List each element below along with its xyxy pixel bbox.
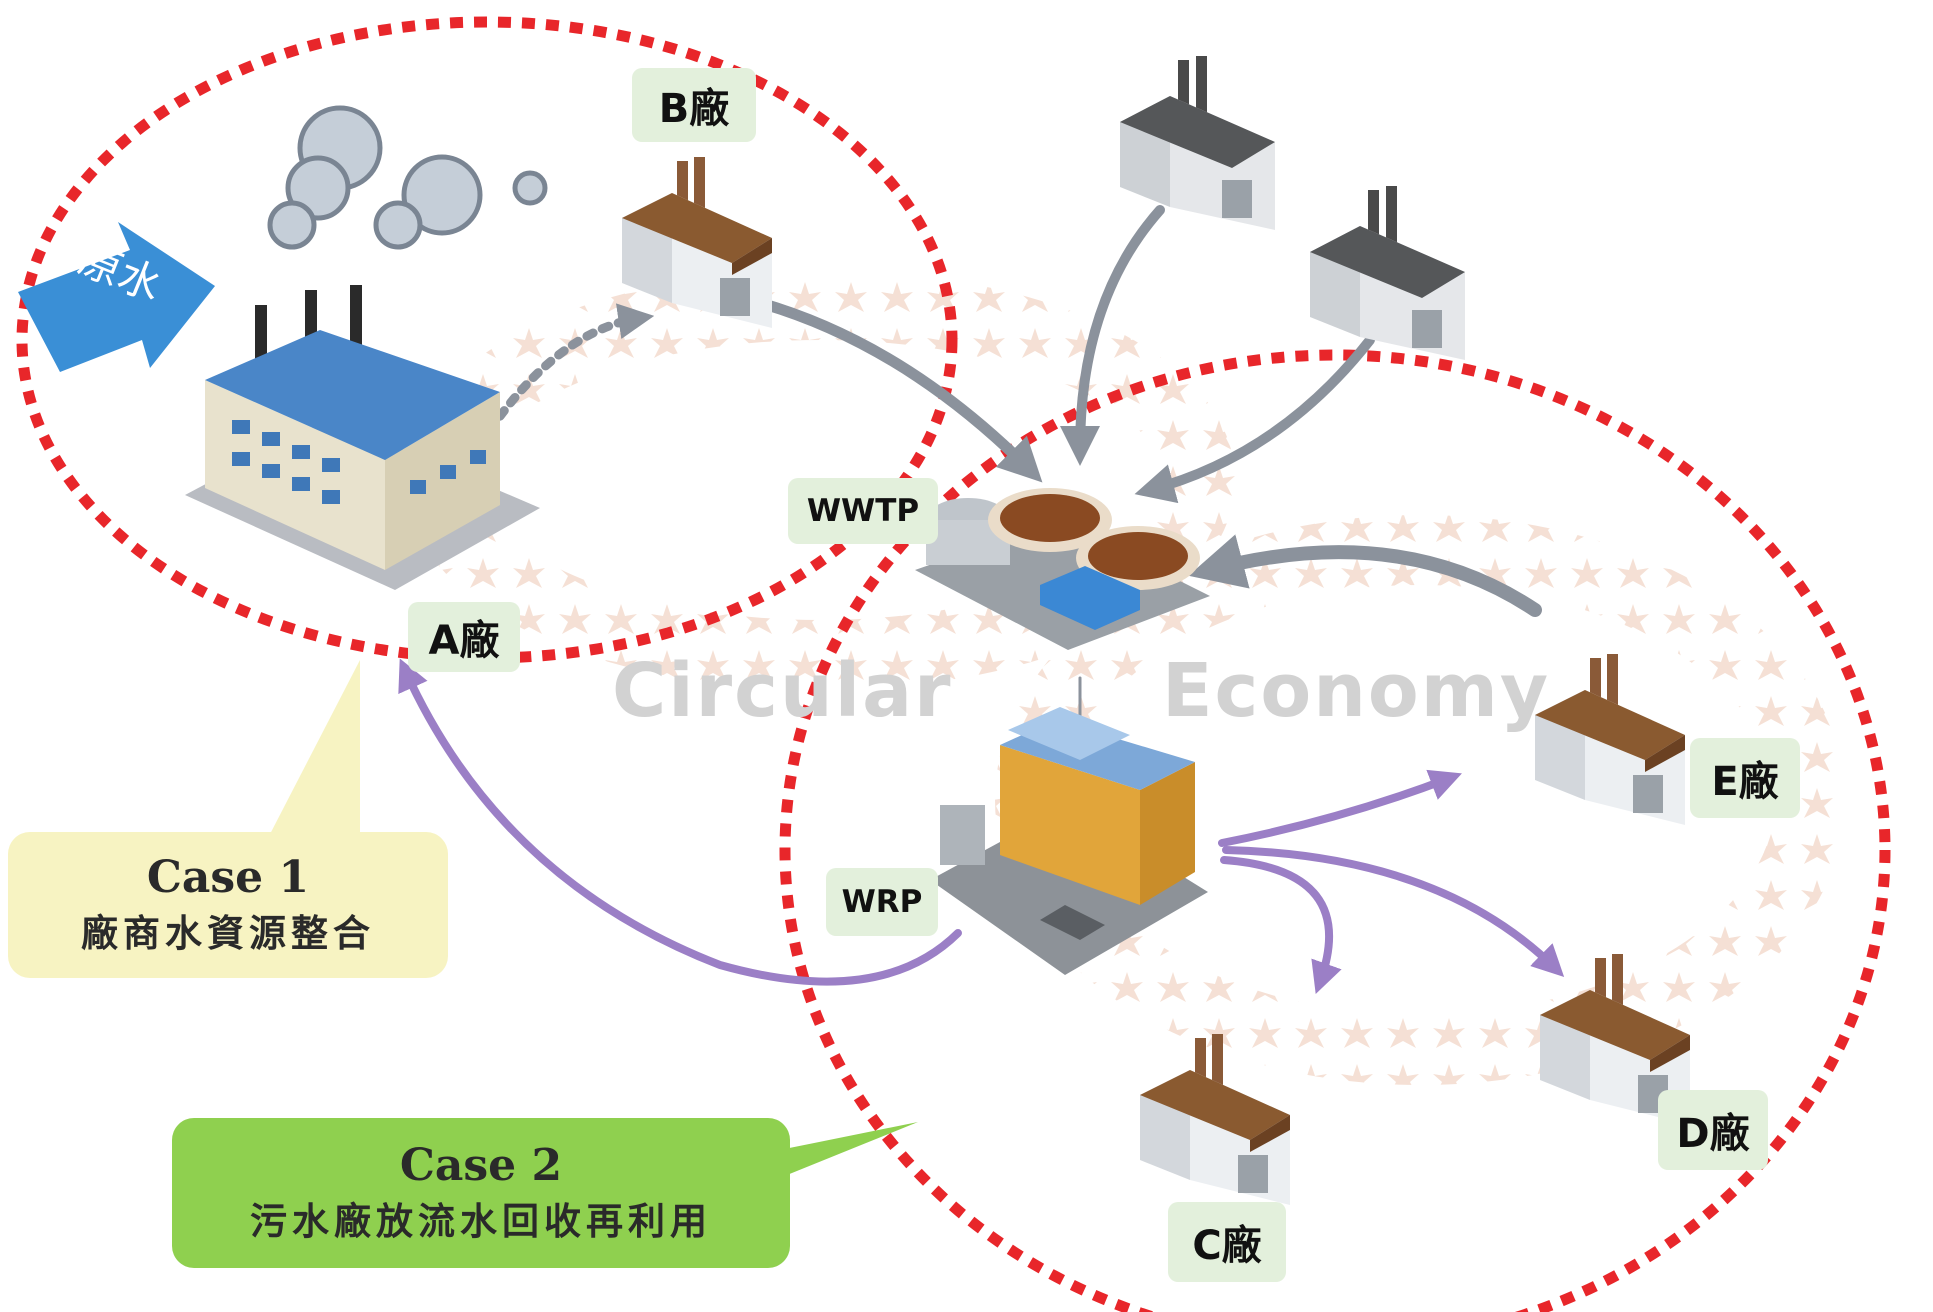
case1-title: Case 1 <box>146 852 310 903</box>
case2-callout: Case 2 污水廠放流水回收再利用 <box>172 1118 790 1268</box>
wrp-label: WRP <box>826 868 938 936</box>
plant-a-factory-icon <box>185 285 540 590</box>
external-factory-2-icon <box>1310 186 1465 360</box>
plant-a-label: A廠 <box>408 602 520 672</box>
flow-b-to-wwtp <box>744 294 1043 483</box>
external-factory-1-icon <box>1120 56 1275 230</box>
case2-subtitle: 污水廠放流水回收再利用 <box>250 1199 712 1243</box>
plant-c-label: C廠 <box>1168 1202 1286 1282</box>
water-reclamation-plant-icon <box>930 707 1208 975</box>
raw-water-arrow <box>18 222 215 372</box>
wastewater-plant-icon <box>915 488 1210 650</box>
flow-wrp-to-d <box>1222 846 1565 977</box>
case1-callout: Case 1 廠商水資源整合 <box>8 832 448 978</box>
plant-c-factory-icon <box>1140 1034 1290 1205</box>
flow-top1-to-wwtp <box>1060 205 1165 466</box>
plant-d-label: D廠 <box>1658 1090 1768 1170</box>
watermark-economy: Economy <box>1162 648 1551 734</box>
case2-title: Case 2 <box>399 1140 563 1191</box>
case1-pointer <box>268 660 360 838</box>
plant-b-factory-icon <box>622 157 772 328</box>
flow-a-to-b <box>485 303 655 435</box>
flow-wrp-to-a <box>398 658 962 986</box>
watermark-circular: Circular <box>612 648 953 734</box>
flow-wrp-to-e <box>1218 769 1462 847</box>
wwtp-label: WWTP <box>788 478 938 544</box>
flow-wrp-to-c <box>1220 856 1342 995</box>
case2-boundary <box>779 349 1891 1312</box>
case1-boundary <box>16 16 958 664</box>
plant-e-label: E廠 <box>1690 738 1800 818</box>
smoke-cloud-icon <box>267 105 548 250</box>
reclaimed-water-flows <box>398 658 1565 995</box>
wastewater-flows <box>485 205 1542 735</box>
flow-top2-to-wwtp <box>1134 335 1375 504</box>
flow-e-to-wwtp <box>1188 534 1542 617</box>
case1-subtitle: 廠商水資源整合 <box>81 911 375 955</box>
plant-b-label: B廠 <box>632 68 756 142</box>
plant-e-factory-icon <box>1535 654 1685 825</box>
